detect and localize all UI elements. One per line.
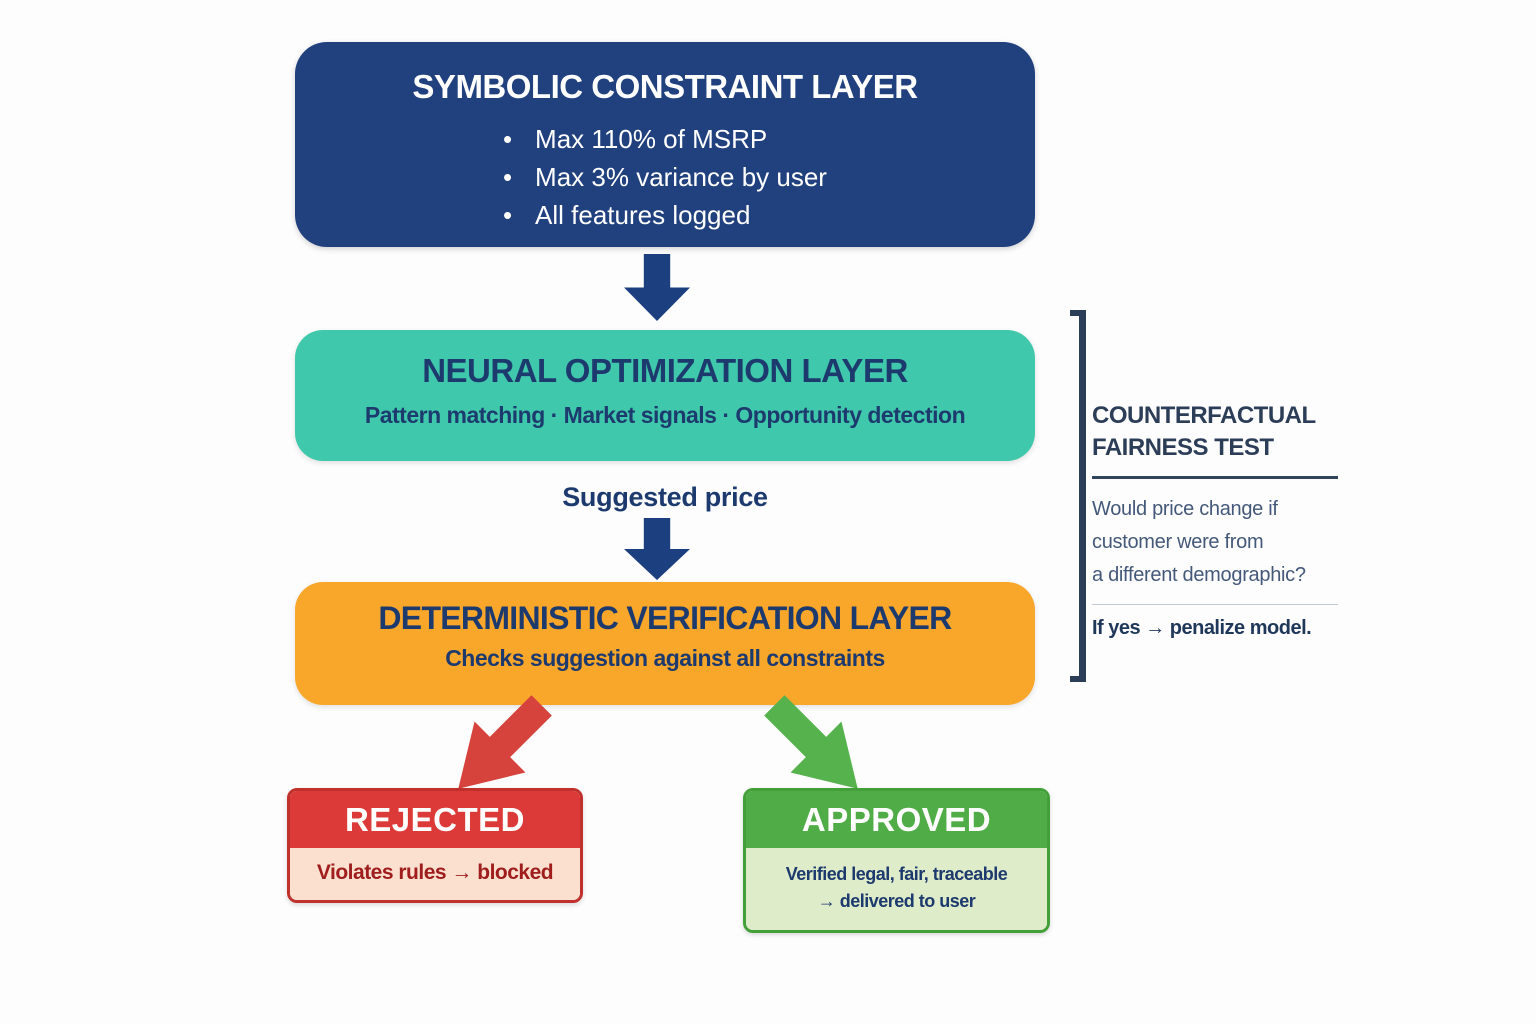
counterfactual-fairness-panel: COUNTERFACTUAL FAIRNESS TEST Would price… (1092, 400, 1338, 640)
deterministic-layer-title: DETERMINISTIC VERIFICATION LAYER (378, 600, 952, 636)
symbolic-constraint-layer-box: SYMBOLIC CONSTRAINT LAYER • Max 110% of M… (295, 42, 1035, 247)
sidebar-question: Would price change if customer were from… (1092, 493, 1338, 592)
sidebar-question-line2: customer were from (1092, 531, 1264, 553)
sidebar-question-line3: a different demographic? (1092, 564, 1306, 586)
bullet-icon: • (503, 200, 513, 230)
deterministic-layer-subtitle: Checks suggestion against all constraint… (445, 645, 885, 671)
neural-layer-subtitle: Pattern matching · Market signals · Oppo… (364, 402, 966, 428)
neural-layer-title: NEURAL OPTIMIZATION LAYER (422, 352, 908, 389)
rejected-outcome-box: REJECTED Violates rules → blocked (287, 788, 583, 903)
symbolic-layer-title: SYMBOLIC CONSTRAINT LAYER (412, 68, 918, 105)
sidebar-divider-thin (1092, 604, 1338, 605)
bullet-icon: • (503, 162, 513, 192)
suggested-price-label: Suggested price (562, 482, 768, 512)
down-arrow-icon (624, 518, 690, 580)
approved-outcome-box: APPROVED Verified legal, fair, traceable… (743, 788, 1050, 933)
approved-body-line2: → delivered to user (817, 891, 976, 911)
constraint-list: • Max 110% of MSRP • Max 3% variance by us… (503, 120, 827, 234)
approved-body-line1: Verified legal, fair, traceable (785, 864, 1008, 884)
grouping-bracket (1070, 310, 1086, 682)
neural-optimization-layer-box: NEURAL OPTIMIZATION LAYER Pattern matchi… (295, 330, 1035, 461)
sidebar-title: COUNTERFACTUAL FAIRNESS TEST (1092, 400, 1338, 464)
deterministic-verification-layer-box: DETERMINISTIC VERIFICATION LAYER Checks … (295, 582, 1035, 705)
constraint-item-label: Max 3% variance by user (535, 162, 827, 192)
sidebar-conclusion: If yes → penalize model. (1092, 617, 1312, 639)
bullet-icon: • (503, 124, 513, 154)
approved-title: APPROVED (746, 791, 1047, 848)
sidebar-question-line1: Would price change if (1092, 498, 1278, 520)
constraint-item: • Max 3% variance by user (503, 158, 827, 196)
constraint-item: • All features logged (503, 196, 827, 234)
sidebar-divider (1092, 476, 1338, 479)
rejected-body: Violates rules → blocked (290, 848, 580, 900)
constraint-item-label: All features logged (535, 200, 751, 230)
approved-body: Verified legal, fair, traceable → delive… (746, 848, 1047, 930)
constraint-item: • Max 110% of MSRP (503, 120, 827, 158)
constraint-item-label: Max 110% of MSRP (535, 124, 768, 154)
sidebar-title-line1: COUNTERFACTUAL (1092, 402, 1316, 429)
sidebar-title-line2: FAIRNESS TEST (1092, 434, 1274, 461)
down-arrow-icon (624, 254, 690, 321)
rejected-title: REJECTED (290, 791, 580, 848)
